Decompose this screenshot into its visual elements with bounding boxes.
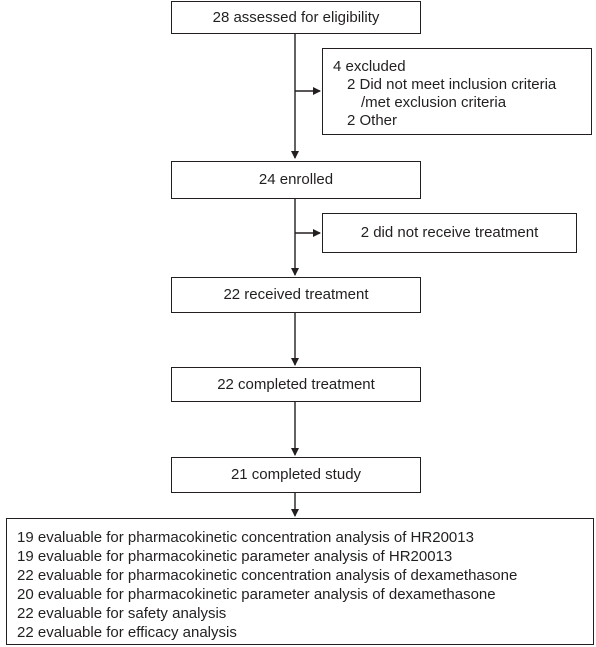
evaluable-item: 19 evaluable for pharmacokinetic paramet… <box>17 548 453 565</box>
evaluable-box: 19 evaluable for pharmacokinetic concent… <box>6 518 594 645</box>
assessed-label: 28 assessed for eligibility <box>212 8 380 26</box>
enrolled-box: 24 enrolled <box>171 161 421 199</box>
completed-study-label: 21 completed study <box>230 466 362 483</box>
excluded-reason-2: 2 Other <box>347 112 398 129</box>
completed-treatment-label: 22 completed treatment <box>217 375 375 393</box>
no-treatment-label: 2 did not receive treatment <box>360 224 539 241</box>
completed-study-box: 21 completed study <box>171 457 421 493</box>
evaluable-item: 22 evaluable for pharmacokinetic concent… <box>17 567 518 584</box>
no-treatment-box: 2 did not receive treatment <box>322 213 577 253</box>
received-treatment-box: 22 received treatment <box>171 277 421 313</box>
evaluable-item: 22 evaluable for safety analysis <box>17 605 227 622</box>
excluded-reason-1: 2 Did not meet inclusion criteria <box>347 76 557 93</box>
excluded-title: 4 excluded <box>333 58 406 75</box>
assessed-box: 28 assessed for eligibility <box>171 1 421 34</box>
evaluable-item: 20 evaluable for pharmacokinetic paramet… <box>17 586 496 603</box>
enrolled-label: 24 enrolled <box>258 171 334 188</box>
received-treatment-label: 22 received treatment <box>223 286 369 303</box>
evaluable-item: 22 evaluable for efficacy analysis <box>17 624 237 641</box>
excluded-box: 4 excluded 2 Did not meet inclusion crit… <box>322 48 592 135</box>
completed-treatment-box: 22 completed treatment <box>171 367 421 402</box>
evaluable-item: 19 evaluable for pharmacokinetic concent… <box>17 529 474 546</box>
excluded-reason-1-continued: /met exclusion criteria <box>361 94 507 111</box>
